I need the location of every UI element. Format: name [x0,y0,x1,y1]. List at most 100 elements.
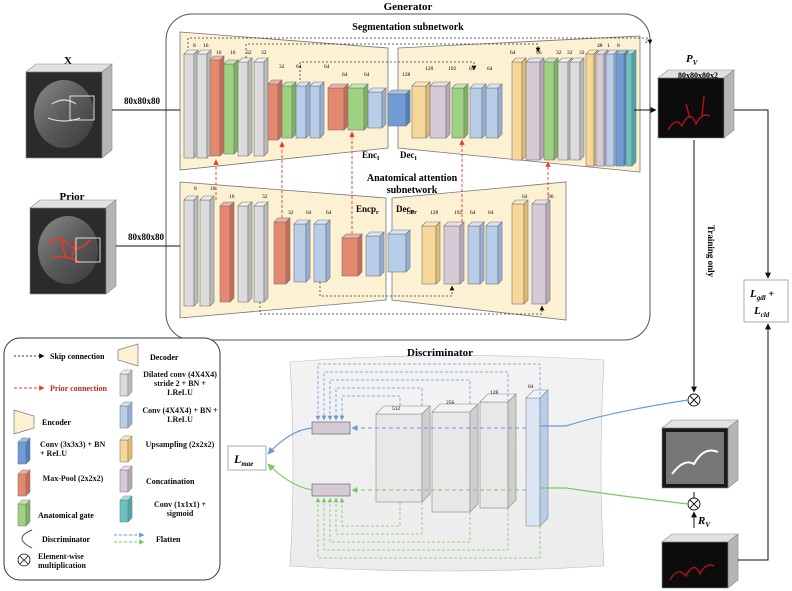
disc-channel-labels: 512 256 128 64 [392,384,534,412]
att-skip-1 [259,302,545,315]
att-ch-label: 192 [454,210,463,216]
att-dec-block-2 [443,221,465,285]
att-ch-label: 64 [470,210,476,216]
segmentation-subnetwork-title: Segmentation subnetwork [352,22,464,33]
seg-enc-block-9 [295,81,311,139]
seg-ch-label: 64 [324,64,330,70]
seg-ch-label: 32 [556,50,562,56]
anatomical-gate-icon [17,499,31,527]
seg-enc-block-11 [327,83,349,131]
seg-dec-block-4 [469,83,487,139]
seg-enc-block-12 [347,83,369,131]
seg-ch-label: 16 [230,50,236,56]
legend-label-encoder: Encoder [42,418,71,427]
disc-ch-label: 512 [392,406,401,412]
seg-decoder-blocks [411,49,637,167]
seg-ch-label: 32 [246,50,252,56]
legend-label-disc: Discriminator [42,535,90,544]
fake-to-mae [267,463,313,491]
seg-ch-label: 192 [448,66,457,72]
cld-loss-label: Lcld [753,305,770,319]
att-ch-label: 32 [288,210,294,216]
att-ch-label: 64 [488,210,494,216]
seg-enc-block-7 [267,79,283,141]
seg-enc-block-2 [196,49,212,159]
enc-pr-label: Encpr [356,204,379,216]
seg-ch-label: 64 [510,50,516,56]
att-enc-block-10 [365,231,385,277]
disc-block-64 [525,389,549,527]
seg-ch-label: 32 [567,50,573,56]
att-ch-label: 16 [210,186,216,192]
legend-label-prior: Prior connection [50,384,108,393]
legend-label-conv4: Conv (4X4X4) + BN + LReLU [142,406,218,424]
seg-dec-block-6 [511,57,527,161]
legend-label-concat: Concatination [146,477,195,486]
brain-image-x [34,80,94,148]
att-dec-block-4 [485,221,503,285]
seg-ch-label: 64 [364,72,370,78]
disc-ch-label: 256 [446,400,455,406]
pv-size: 80x80x80x2 [678,71,718,80]
generator-frame [165,13,651,341]
conv3-icon [17,437,31,465]
seg-ch-label: 2 [645,39,648,45]
dec-pr-label: DecPr [396,204,417,216]
seg-dec-block-7 [525,57,545,161]
seg-bottleneck-block [387,89,411,127]
gdl-loss-label: Lgdl + [749,288,774,302]
disc-block-512 [375,405,431,503]
att-ch-label: 96 [548,194,554,200]
legend-right-labels: Decoder Dilated conv (4X4X4) stride 2 + … [142,353,218,544]
legend-label-conv1: Conv (1x1x1) + sigmoid [153,500,207,518]
legend-label-flatten: Flatten [156,535,181,544]
seg-skip-2 [299,61,477,80]
seg-ch-label: 32 [579,50,585,56]
real-skip-loops [315,363,541,421]
seg-enc-block-13 [367,87,387,129]
legend-right-icons [114,343,145,545]
att-dec-block-1 [421,221,441,285]
att-enc-block-9 [341,233,363,277]
enc-i-label: EncI [362,150,380,162]
seg-ch-label: 1 [607,43,610,49]
att-enc-block-6 [273,217,291,285]
att-ch-label: 64 [522,194,528,200]
seg-enc-block-3 [209,55,225,157]
generator-title: Generator [384,1,433,13]
prior-connections [213,131,551,234]
legend-label-skip: Skip connection [50,352,105,361]
att-ch-label: 8 [194,186,197,192]
att-enc-block-7 [293,219,311,283]
multiply-node-bottom [687,497,701,511]
seg-ch-label: 32 [279,64,285,70]
att-encoder-blocks [183,195,411,307]
discriminator-icon [21,529,33,549]
att-enc-block-3 [219,201,235,303]
pv-label: PV [686,53,699,67]
att-enc-block-8 [313,219,331,283]
att-ch-label: 32 [262,194,268,200]
dilated-conv-icon [119,369,133,397]
seg-ch-label: 64 [342,72,348,78]
input-x-size: 80x80x80 [124,96,161,106]
legend-left-icons [13,353,45,567]
input-x-cube [25,63,113,159]
seg-dec-block-10 [569,57,585,161]
fake-input-path [540,487,689,505]
decoder-icon [117,343,139,367]
real-to-mae [267,427,313,455]
conv4-icon [119,401,133,429]
disc-block-128 [479,393,517,509]
seg-dec-block-5 [485,83,503,139]
seg-encoder-blocks [183,49,411,159]
att-ch-label: 64 [306,210,312,216]
masked-cube [661,419,739,489]
att-bottleneck-block [387,229,411,273]
att-ch-label: 128 [406,210,415,216]
pv-cube [657,69,735,139]
att-dec-block-6 [531,199,551,305]
seg-ch-label: 8 [193,43,196,49]
disc-ch-label: 128 [490,390,499,396]
seg-ch-label: 16 [216,50,222,56]
